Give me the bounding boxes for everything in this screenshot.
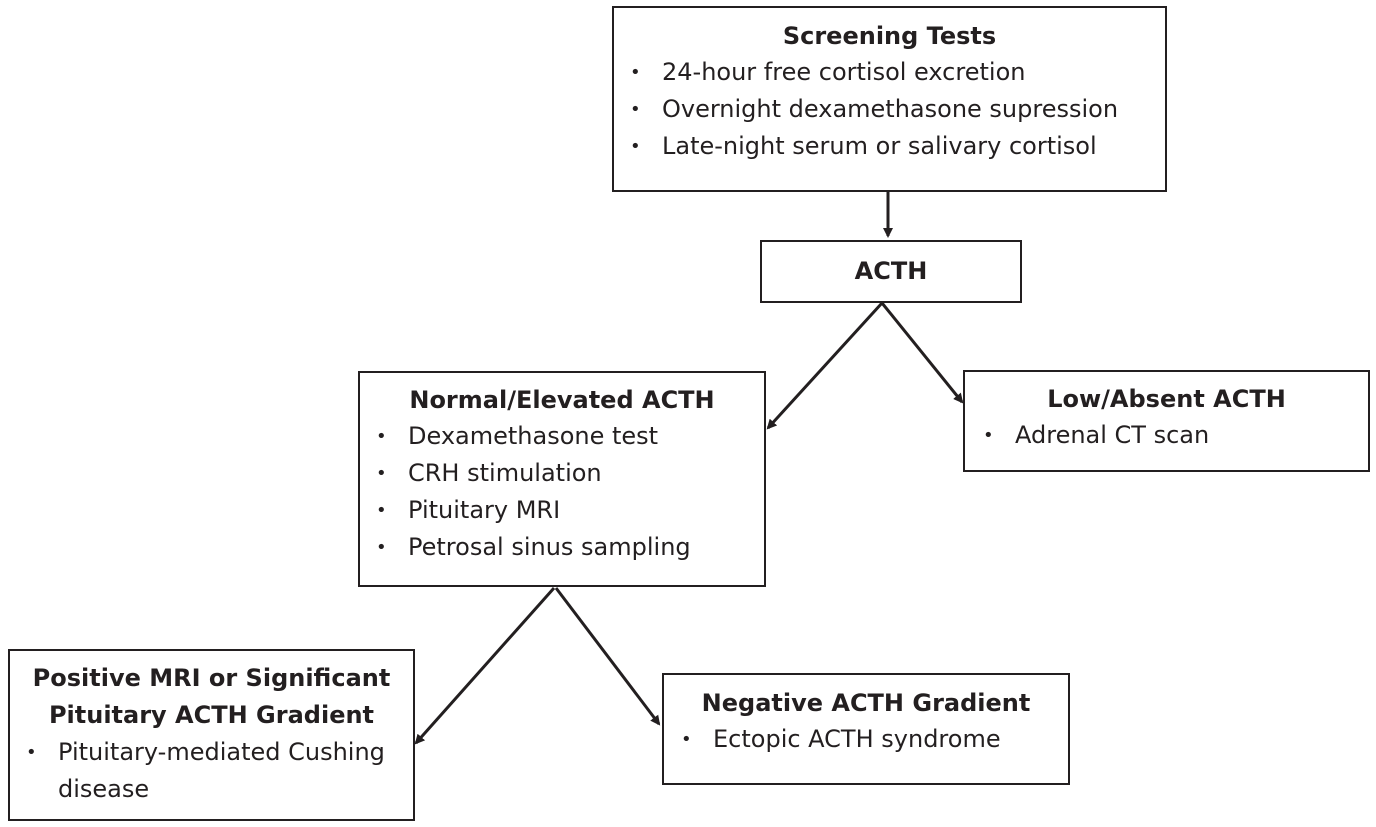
list-item: •Dexamethasone test [376, 418, 764, 455]
list-item: •Adrenal CT scan [983, 417, 1368, 454]
acth-box: ACTH [760, 240, 1022, 303]
bullet-icon: • [983, 425, 994, 446]
negative-acth-gradient-list: •Ectopic ACTH syndrome [681, 721, 1068, 758]
bullet-icon: • [630, 62, 641, 83]
bullet-icon: • [376, 426, 387, 447]
bullet-icon: • [630, 99, 641, 120]
normal-elevated-acth-list: •Dexamethasone test •CRH stimulation •Pi… [376, 418, 764, 566]
list-item: •Late-night serum or salivary cortisol [630, 128, 1165, 165]
positive-mri-title-line2: Pituitary ACTH Gradient [48, 701, 375, 729]
positive-mri-list: •Pituitary-mediated Cushing disease [26, 734, 413, 808]
screening-tests-list: •24-hour free cortisol excretion •Overni… [630, 54, 1165, 165]
list-item: •Ectopic ACTH syndrome [681, 721, 1068, 758]
list-item: •Pituitary-mediated Cushing disease [26, 734, 388, 808]
screening-tests-title: Screening Tests [782, 22, 997, 50]
low-absent-acth-title: Low/Absent ACTH [1047, 385, 1286, 413]
low-absent-acth-list: •Adrenal CT scan [983, 417, 1368, 454]
arrow-normal-to-negative [554, 587, 661, 726]
positive-mri-box: Positive MRI or Significant Pituitary AC… [8, 649, 415, 821]
negative-acth-gradient-box: Negative ACTH Gradient •Ectopic ACTH syn… [662, 673, 1070, 785]
bullet-icon: • [376, 500, 387, 521]
normal-elevated-acth-title: Normal/Elevated ACTH [409, 386, 715, 414]
positive-mri-title: Positive MRI or Significant Pituitary AC… [10, 660, 413, 734]
list-item: •CRH stimulation [376, 455, 764, 492]
bullet-icon: • [376, 463, 387, 484]
bullet-icon: • [376, 537, 387, 558]
list-item: •Petrosal sinus sampling [376, 529, 764, 566]
bullet-icon: • [630, 136, 641, 157]
normal-elevated-acth-box: Normal/Elevated ACTH •Dexamethasone test… [358, 371, 766, 587]
low-absent-acth-box: Low/Absent ACTH •Adrenal CT scan [963, 370, 1370, 472]
arrow-normal-to-positive [414, 587, 556, 745]
bullet-icon: • [681, 729, 692, 750]
arrow-acth-to-normal [766, 301, 884, 430]
list-item: •24-hour free cortisol excretion [630, 54, 1165, 91]
bullet-icon: • [26, 742, 37, 763]
arrow-acth-to-low [880, 302, 964, 404]
list-item: •Overnight dexamethasone supression [630, 91, 1165, 128]
negative-acth-gradient-title: Negative ACTH Gradient [701, 689, 1031, 717]
acth-title: ACTH [854, 257, 928, 285]
screening-tests-box: Screening Tests •24-hour free cortisol e… [612, 6, 1167, 192]
list-item: •Pituitary MRI [376, 492, 764, 529]
positive-mri-title-line1: Positive MRI or Significant [32, 664, 391, 692]
